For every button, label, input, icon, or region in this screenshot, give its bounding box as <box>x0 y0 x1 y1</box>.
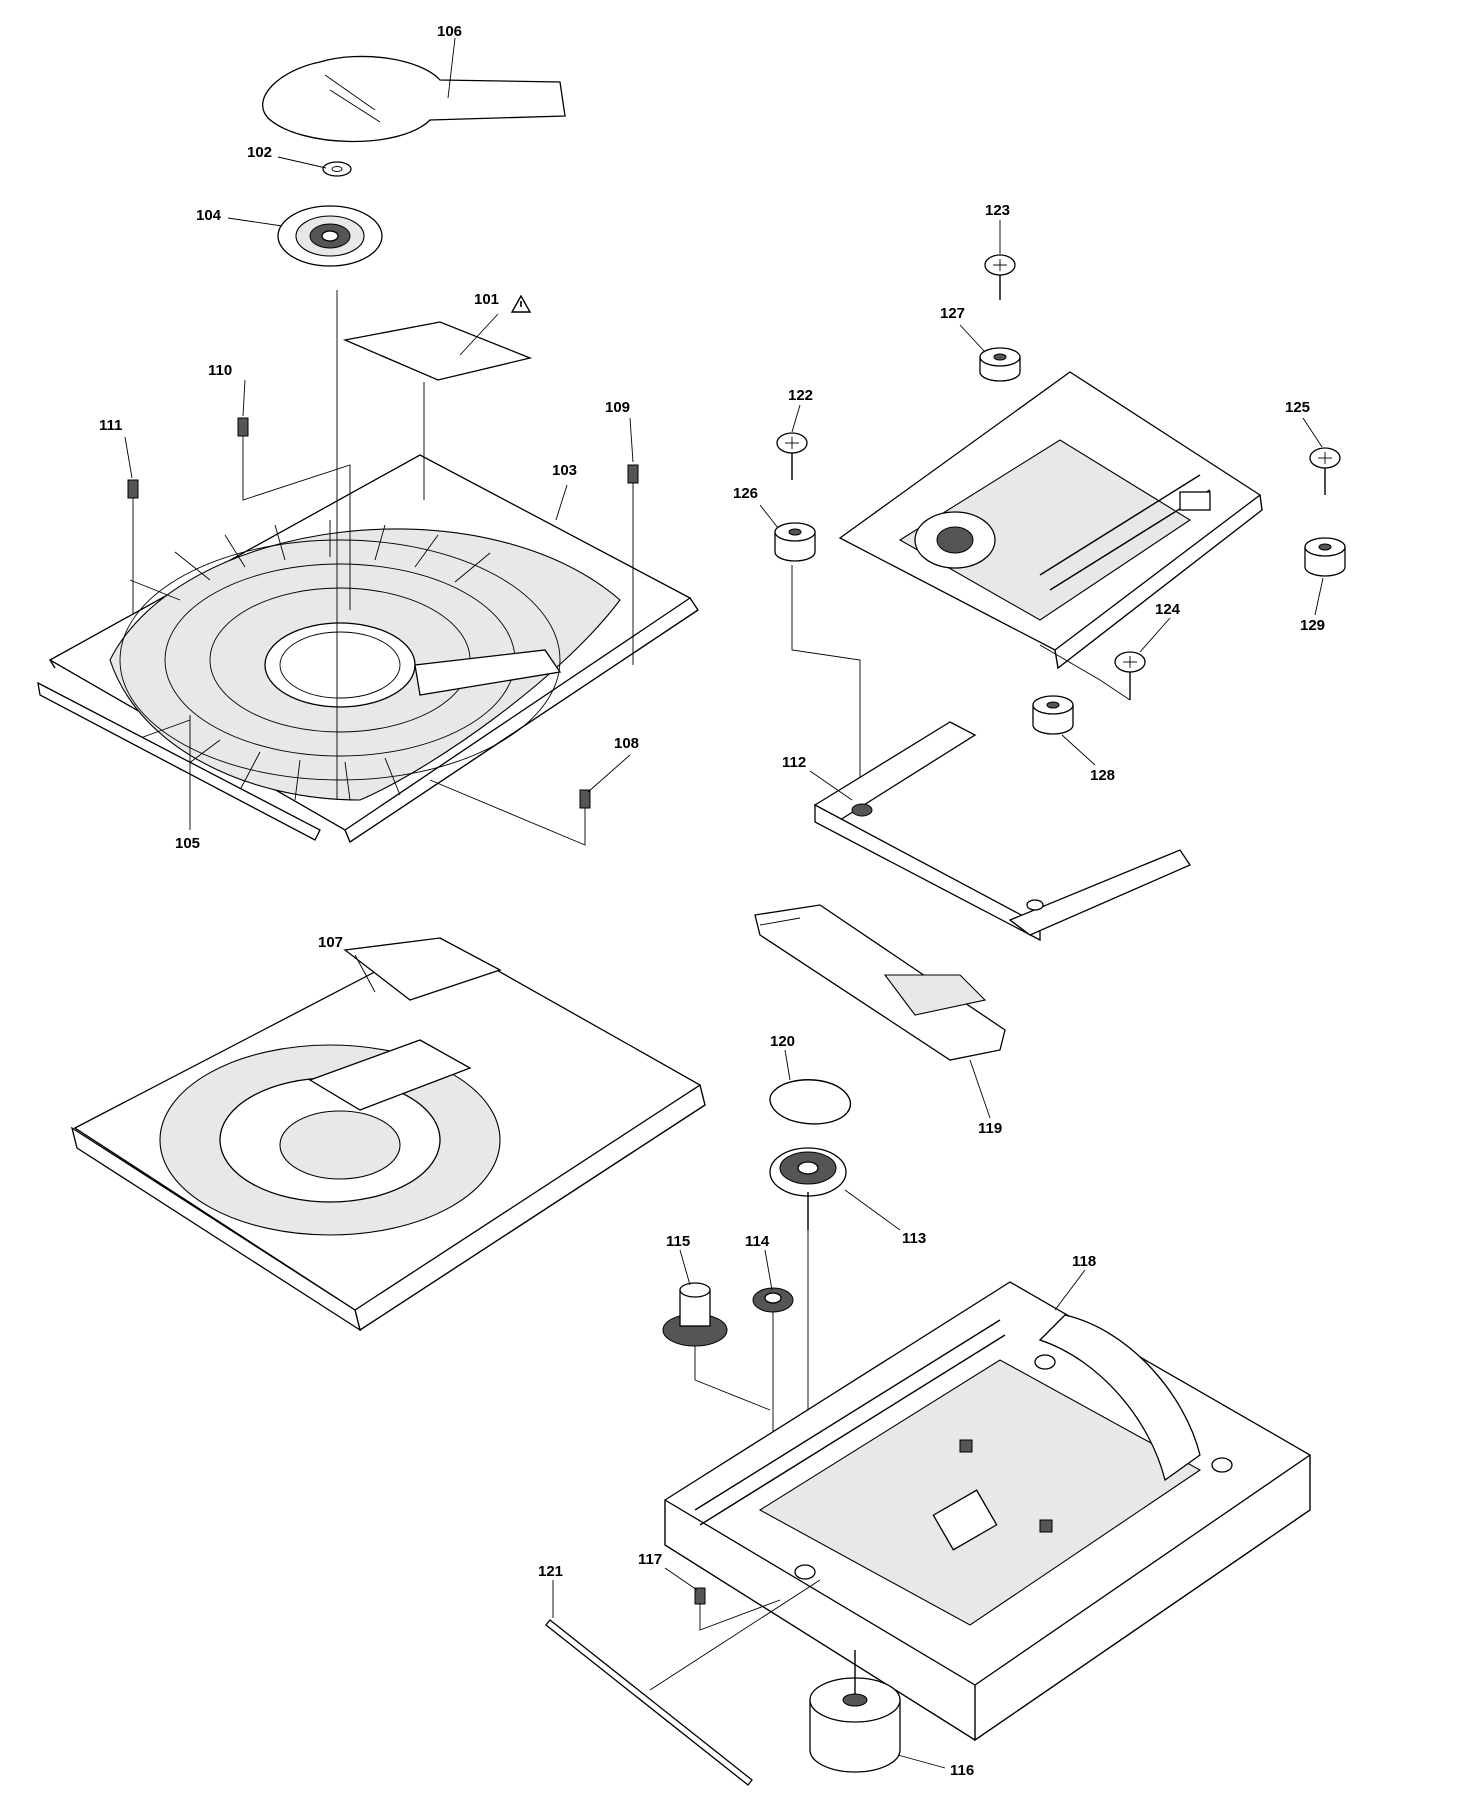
label-102: 102 <box>247 144 272 161</box>
part-pickup-mechanism <box>838 371 1263 670</box>
label-113: 113 <box>902 1230 926 1247</box>
label-128: 128 <box>1090 767 1115 784</box>
part-111-screw <box>127 479 139 615</box>
label-119: 119 <box>978 1120 1002 1137</box>
label-112: 112 <box>782 754 806 771</box>
label-118: 118 <box>1072 1253 1096 1270</box>
part-107-tray <box>70 937 706 1332</box>
part-labels: 106 102 104 101 110 111 109 103 108 105 … <box>99 23 1325 1779</box>
part-115-gear <box>662 1282 771 1411</box>
part-128-damper <box>1032 695 1074 735</box>
label-129: 129 <box>1300 617 1325 634</box>
label-124: 124 <box>1155 601 1181 618</box>
label-101: 101 <box>474 291 499 308</box>
label-123: 123 <box>985 202 1010 219</box>
label-121: 121 <box>538 1563 563 1580</box>
part-129-damper <box>1304 537 1346 577</box>
part-127-damper <box>979 347 1021 382</box>
label-116: 116 <box>950 1762 974 1779</box>
label-109: 109 <box>605 399 630 416</box>
label-117: 117 <box>638 1551 662 1568</box>
part-121-strip <box>545 1579 821 1786</box>
leader-lines <box>124 37 1324 1769</box>
part-122-screw <box>776 432 808 480</box>
part-105-trim-strip <box>37 681 321 841</box>
label-107: 107 <box>318 934 343 951</box>
label-110: 110 <box>208 362 232 379</box>
label-125: 125 <box>1285 399 1310 416</box>
part-104-turntable <box>277 205 383 267</box>
part-103-tray-frame <box>48 454 699 844</box>
label-127: 127 <box>940 305 965 322</box>
part-106-clamp-sheet <box>262 55 566 143</box>
part-116-motor <box>809 1650 901 1773</box>
part-102-washer <box>322 161 352 177</box>
label-104: 104 <box>196 207 222 224</box>
part-113-pulley <box>769 1147 847 1570</box>
part-117-screw <box>694 1587 781 1631</box>
label-103: 103 <box>552 462 577 479</box>
label-105: 105 <box>175 835 200 852</box>
part-112-sub-chassis <box>813 721 1191 942</box>
part-124-screw <box>1114 651 1146 700</box>
part-101-label-sheet <box>342 321 533 381</box>
label-115: 115 <box>666 1233 690 1250</box>
part-118-base-chassis <box>663 1281 1312 1742</box>
label-120: 120 <box>770 1033 795 1050</box>
label-126: 126 <box>733 485 758 502</box>
part-126-damper <box>774 522 816 562</box>
part-110-screw <box>237 417 351 610</box>
label-108: 108 <box>614 735 639 752</box>
part-120-belt <box>769 1079 852 1125</box>
label-122: 122 <box>788 387 813 404</box>
part-119-slider <box>754 904 1006 1061</box>
label-114: 114 <box>745 1233 770 1250</box>
part-114-gear <box>752 1287 794 1490</box>
label-106: 106 <box>437 23 462 40</box>
part-108-screw <box>429 779 591 846</box>
part-123-screw <box>984 254 1016 300</box>
part-125-screw <box>1309 447 1341 495</box>
label-111: 111 <box>99 417 122 434</box>
part-109-screw <box>627 464 639 665</box>
warning-triangle-icon <box>510 294 532 313</box>
